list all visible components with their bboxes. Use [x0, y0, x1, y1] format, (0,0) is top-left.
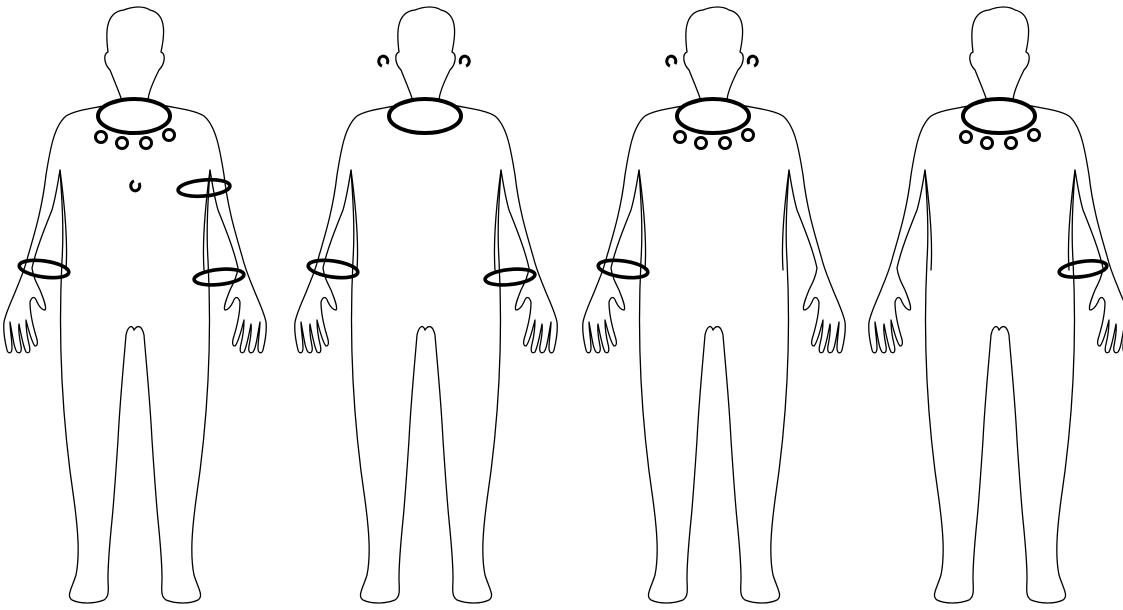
wrist-ring-right	[193, 267, 244, 287]
body-outline	[583, 7, 846, 603]
body-outline	[4, 7, 267, 603]
body-outline	[295, 7, 558, 603]
figure-4	[869, 7, 1123, 603]
collar-ring	[677, 99, 749, 133]
figure-2	[295, 7, 558, 603]
figure-1	[4, 7, 267, 603]
collar-ring	[98, 99, 170, 133]
chest-ornament	[131, 181, 140, 191]
collar-ring	[389, 99, 461, 133]
earring-left	[667, 56, 676, 66]
collar-ring	[963, 99, 1035, 133]
body-outline	[869, 7, 1123, 603]
earring-right	[460, 56, 469, 66]
figure-3	[583, 7, 846, 603]
wrist-ring-right	[484, 267, 535, 287]
earring-right	[748, 56, 757, 66]
upper-arm-ring	[177, 178, 230, 198]
earring-left	[379, 56, 388, 66]
